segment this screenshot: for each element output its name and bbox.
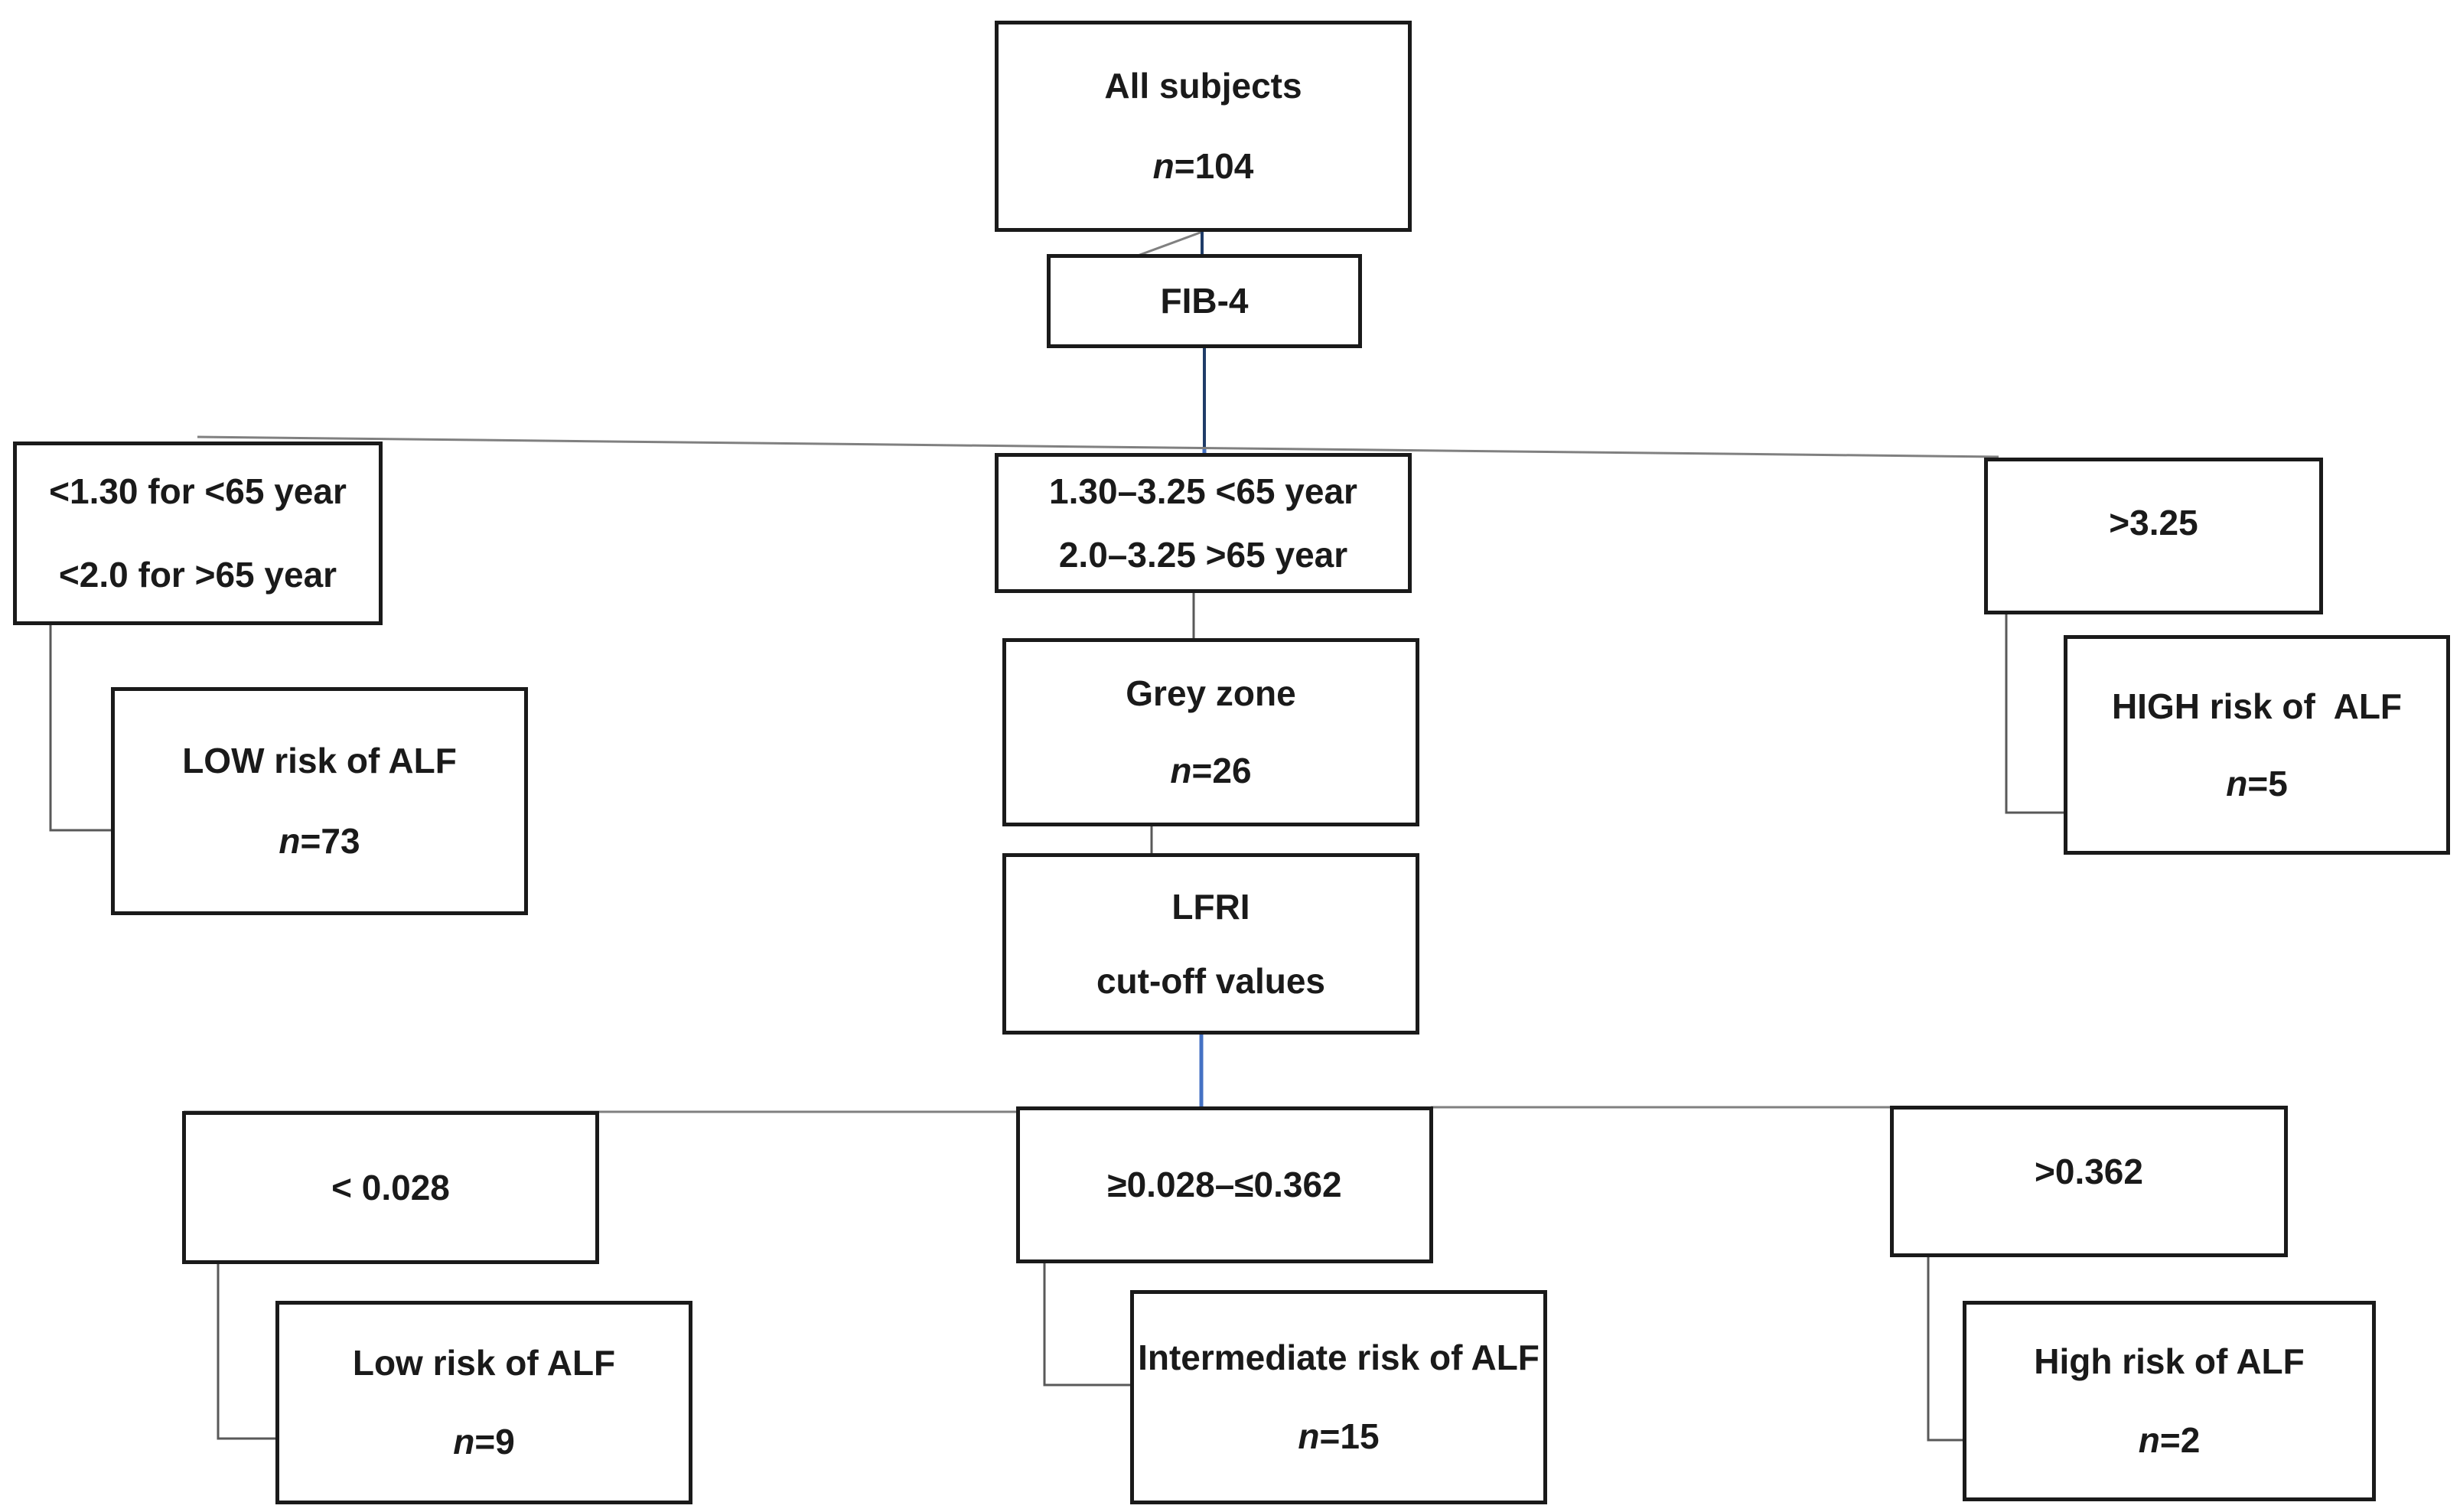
box-low-risk-fib4: LOW risk of ALF n=73: [111, 687, 528, 915]
box-fib4-grey-criteria: 1.30–3.25 <65 year 2.0–3.25 >65 year: [995, 453, 1412, 593]
box-low-risk-lfri: Low risk of ALF n=9: [275, 1301, 692, 1504]
box-label: <2.0 for >65 year: [58, 555, 337, 595]
box-fib4-high-criteria: >3.25: [1984, 458, 2323, 614]
box-label: HIGH risk of ALF: [2111, 686, 2403, 726]
connector-midrange-intermediate: [1043, 1262, 1145, 1387]
box-count: n=2: [2138, 1420, 2201, 1460]
connector-fib4-branch-line: [197, 435, 1999, 458]
box-grey-zone: Grey zone n=26: [1002, 638, 1419, 826]
connector-lt0028-lowrisk: [217, 1263, 291, 1440]
connector-allsubjects-fib4-diagonal: [1137, 230, 1203, 257]
box-label: < 0.028: [331, 1167, 450, 1207]
box-count: n=26: [1170, 751, 1252, 790]
box-label: 2.0–3.25 >65 year: [1058, 534, 1348, 575]
box-fib4-low-criteria: <1.30 for <65 year <2.0 for >65 year: [13, 442, 383, 625]
box-label: <1.30 for <65 year: [49, 471, 347, 512]
box-label: >0.362: [2035, 1151, 2143, 1191]
box-count: n=104: [1152, 146, 1254, 186]
box-label: 1.30–3.25 <65 year: [1049, 471, 1357, 511]
box-intermediate-risk-lfri: Intermediate risk of ALF n=15: [1130, 1290, 1547, 1504]
box-label: LFRI: [1171, 886, 1250, 927]
box-fib4: FIB-4: [1047, 254, 1362, 348]
box-high-risk-fib4: HIGH risk of ALF n=5: [2064, 635, 2450, 855]
box-label: cut-off values: [1096, 960, 1326, 1001]
box-high-risk-lfri: High risk of ALF n=2: [1963, 1301, 2376, 1501]
connector-highcriteria-highrisk: [2005, 614, 2077, 814]
box-label: Intermediate risk of ALF: [1138, 1338, 1540, 1378]
box-label: High risk of ALF: [2034, 1341, 2305, 1382]
box-lfri-high-criteria: >0.362: [1890, 1106, 2288, 1257]
box-count: n=9: [453, 1422, 515, 1461]
box-count: n=73: [279, 821, 360, 861]
connector-gt0362-highrisk: [1927, 1256, 1978, 1442]
box-label: All subjects: [1104, 66, 1302, 106]
box-label: >3.25: [2109, 503, 2198, 543]
connector-lowcriteria-lowrisk: [49, 625, 126, 832]
box-label: LOW risk of ALF: [182, 741, 457, 781]
box-label: Grey zone: [1126, 673, 1296, 714]
box-lfri-mid-criteria: ≥0.028–≤0.362: [1016, 1106, 1433, 1263]
box-label: FIB-4: [1160, 281, 1249, 321]
box-all-subjects: All subjects n=104: [995, 21, 1412, 232]
box-count: n=15: [1298, 1416, 1380, 1456]
box-label: ≥0.028–≤0.362: [1107, 1165, 1342, 1205]
box-count: n=5: [2226, 763, 2288, 803]
box-lfri-low-criteria: < 0.028: [182, 1111, 599, 1264]
box-label: Low risk of ALF: [352, 1343, 616, 1383]
box-lfri-cutoff: LFRI cut-off values: [1002, 853, 1419, 1035]
